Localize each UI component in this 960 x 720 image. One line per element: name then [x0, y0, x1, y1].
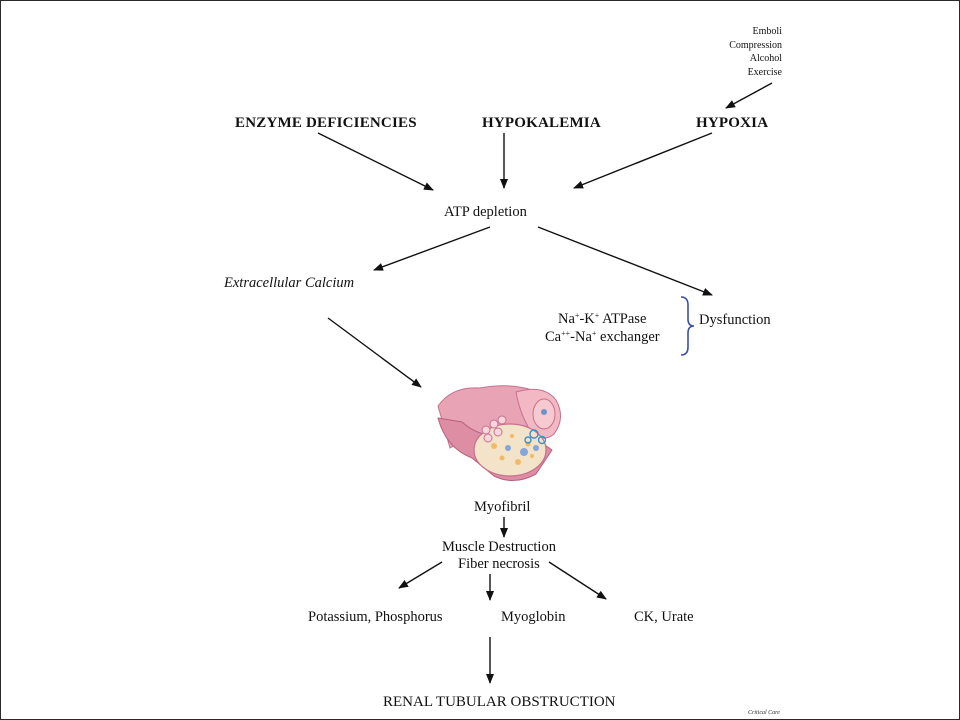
- potassium-phosphorus-label: Potassium, Phosphorus: [308, 609, 443, 625]
- arrow-to-potassium: [398, 561, 443, 589]
- pump-brace: [680, 296, 695, 356]
- enzyme-deficiencies-label: ENZYME DEFICIENCIES: [235, 115, 417, 131]
- cause-compression: Compression: [729, 39, 782, 51]
- dysfunction-label: Dysfunction: [699, 312, 771, 328]
- arrow-causes-to-hypoxia: [725, 82, 773, 109]
- source-credit: Critical Care: [748, 710, 780, 716]
- hypoxia-label: HYPOXIA: [696, 115, 769, 131]
- extracellular-calcium-label: Extracellular Calcium: [224, 275, 355, 291]
- arrow-hypoxia-to-atp: [573, 132, 713, 189]
- fiber-necrosis-label: Fiber necrosis: [458, 556, 540, 572]
- cause-alcohol: Alcohol: [749, 53, 782, 64]
- myofibril-label: Myofibril: [474, 499, 531, 515]
- myoglobin-label: Myoglobin: [501, 609, 566, 625]
- arrow-atp-to-dysfunction: [537, 226, 713, 296]
- hypokalemia-label: HYPOKALEMIA: [482, 115, 601, 131]
- muscle-destruction-label: Muscle Destruction: [442, 539, 556, 555]
- atp-depletion-label: ATP depletion: [444, 204, 527, 220]
- arrow-to-ck: [548, 561, 607, 600]
- renal-tubular-obstruction-label: RENAL TUBULAR OBSTRUCTION: [383, 694, 616, 710]
- arrow-calcium-to-myofibril: [327, 317, 422, 388]
- cause-emboli: Emboli: [752, 26, 782, 37]
- cause-exercise: Exercise: [747, 66, 782, 78]
- ck-urate-label: CK, Urate: [634, 609, 694, 625]
- ca-na-exchanger-label: Ca++-Na+ exchanger: [545, 329, 660, 345]
- hypoxia-causes-list: Emboli Compression Alcohol Exercise: [700, 25, 782, 79]
- arrow-atp-to-calcium: [373, 226, 491, 271]
- arrow-enzyme-to-atp: [317, 132, 434, 191]
- myofibril-illustration: [432, 378, 572, 490]
- na-k-atpase-label: Na+-K+ ATPase: [558, 311, 647, 327]
